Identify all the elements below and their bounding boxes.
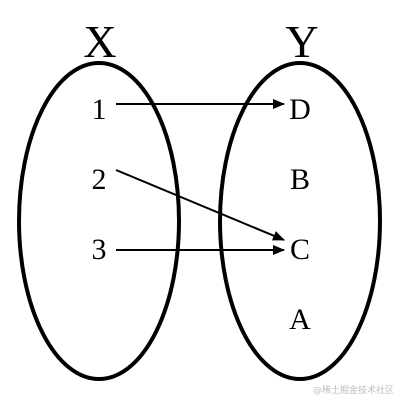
x-element-2: 2 [92,163,107,196]
set-x-ellipse [17,61,181,381]
set-y-ellipse [218,61,382,381]
set-y-title: Y [285,16,318,67]
y-element-a: A [289,303,311,336]
watermark: @稀土掘金技术社区 [312,386,394,396]
y-element-b: B [290,163,310,196]
y-element-d: D [289,93,311,126]
set-x-title: X [83,16,116,67]
arrow-2-to-c [115,169,285,241]
y-element-c: C [290,233,310,266]
x-element-1: 1 [92,93,107,126]
x-element-3: 3 [92,233,107,266]
